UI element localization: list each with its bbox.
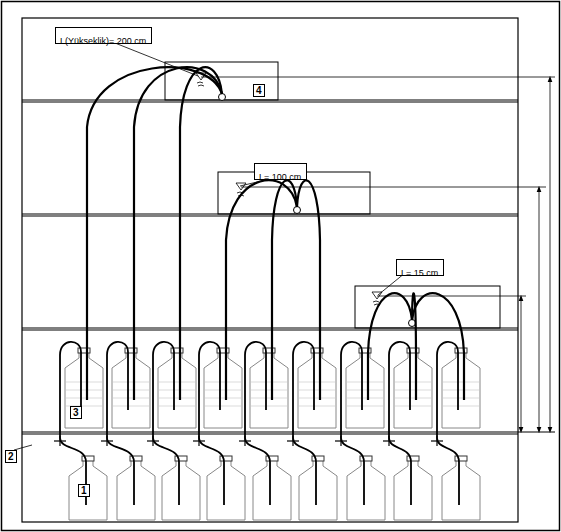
callout-number: 2 (5, 450, 17, 463)
height-label: L= 100 cm (259, 172, 301, 183)
callout-number: 3 (70, 406, 82, 419)
shelves (22, 100, 555, 434)
leader-lines (115, 43, 405, 295)
label-box: L= 100 cm (254, 163, 307, 180)
cabinet (22, 18, 518, 522)
label-box: L= 15 cm (396, 259, 444, 276)
label-box: L(Yükseklik)= 200 cm (55, 27, 152, 44)
height-label: L(Yükseklik)= 200 cm (60, 36, 146, 47)
tubes (54, 67, 464, 505)
height-label: L= 15 cm (401, 268, 438, 279)
callout-number: 1 (78, 484, 90, 497)
leader-line (14, 445, 32, 450)
tanks (165, 62, 500, 328)
callout-number: 4 (253, 84, 265, 97)
dimension-lines (201, 77, 555, 430)
